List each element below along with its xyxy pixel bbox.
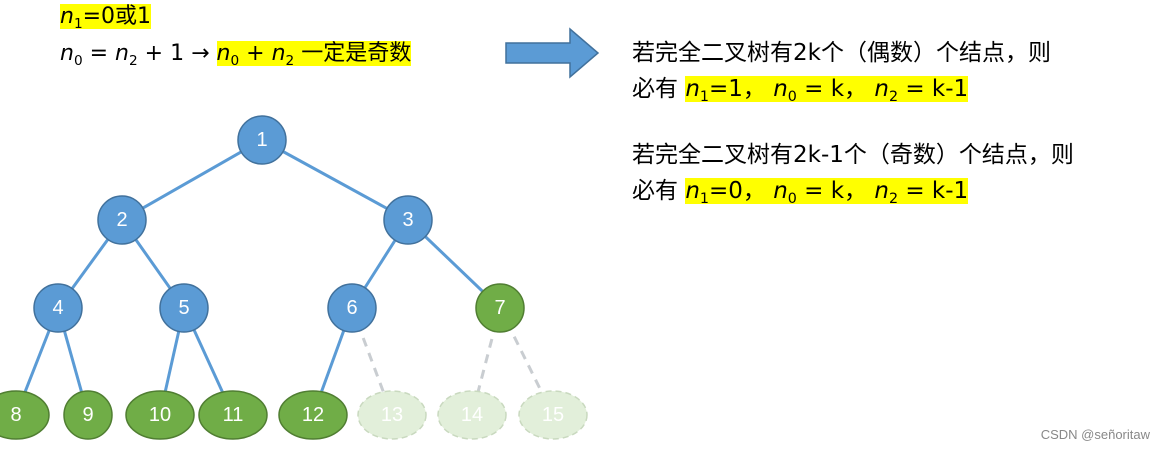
tree-node-label: 8 (10, 404, 21, 426)
tree-node-1: 1 (237, 115, 287, 165)
tree-node-6: 6 (327, 283, 377, 333)
tree-node-label: 15 (542, 404, 564, 426)
tree-node-shape (475, 283, 525, 333)
tree-node-shape (518, 390, 588, 440)
tree-node-11: 11 (198, 390, 268, 440)
var-n: n (216, 41, 231, 66)
sub-1: 1 (73, 15, 83, 32)
odd-case-result: 必有 n1=0， n0 = k， n2 = k-1 (632, 178, 969, 207)
tree-node-label: 6 (346, 297, 357, 319)
tree-node-label: 4 (52, 297, 63, 319)
tree-node-label: 11 (223, 404, 244, 426)
tree-node-label: 2 (116, 209, 127, 231)
var-n: n (60, 41, 74, 66)
even-case-highlight: n1=1， n0 = k， n2 = k-1 (685, 76, 969, 105)
edge-1-2 (121, 138, 263, 222)
tree-node-label: 14 (461, 404, 483, 426)
var-n: n (271, 41, 286, 66)
formula-n0: n0 = n2 + 1 → n0 + n2 一定是奇数 (60, 39, 412, 69)
tree-node-shape (125, 390, 195, 440)
tree-node-shape (97, 195, 147, 245)
watermark: CSDN @señoritaw (1040, 427, 1150, 442)
tree-node-5: 5 (159, 283, 209, 333)
tree-node-label: 9 (82, 404, 93, 426)
odd-case-highlight: n1=0， n0 = k， n2 = k-1 (685, 178, 969, 207)
formula-n1: n1=0或1 (60, 2, 152, 32)
sub-0: 0 (73, 52, 83, 69)
tree-node-14: 14 (437, 390, 507, 440)
odd-sum-highlight: n0 + n2 一定是奇数 (216, 41, 412, 69)
plus: + (239, 41, 272, 66)
sub-2: 2 (129, 52, 138, 69)
tree-node-label: 1 (256, 129, 267, 151)
tree-node-shape (327, 283, 377, 333)
tree-node-12: 12 (278, 390, 348, 440)
tree-node-label: 10 (149, 404, 171, 426)
equals: = (82, 41, 116, 66)
tree-node-3: 3 (383, 195, 433, 245)
tree-node-label: 12 (302, 404, 324, 426)
tree-node-shape (437, 390, 507, 440)
tree-node-2: 2 (97, 195, 147, 245)
tree-node-10: 10 (125, 390, 195, 440)
even-case-text: 若完全二叉树有2k个（偶数）个结点，则 (632, 40, 1051, 66)
tree-node-shape (383, 195, 433, 245)
even-case-result: 必有 n1=1， n0 = k， n2 = k-1 (632, 76, 969, 105)
tree-node-label: 5 (178, 297, 189, 319)
tree-node-15: 15 (518, 390, 588, 440)
tree-node-label: 3 (402, 209, 413, 231)
plus-one: + 1 (137, 41, 192, 66)
tree-node-4: 4 (33, 283, 83, 333)
formula-n1-rest: =0或1 (82, 4, 152, 29)
edge-1-3 (261, 138, 409, 222)
tree-node-shape (159, 283, 209, 333)
block-arrow-icon (505, 27, 600, 79)
sub-2: 2 (285, 52, 295, 69)
odd-case-text: 若完全二叉树有2k-1个（奇数）个结点，则 (632, 142, 1074, 168)
tree-node-8: 8 (0, 390, 50, 440)
tree-node-shape (357, 390, 427, 440)
tree-node-shape (198, 390, 268, 440)
tree-node-label: 7 (494, 297, 505, 319)
odd-text: 一定是奇数 (294, 41, 412, 66)
tree-node-7: 7 (475, 283, 525, 333)
tree-node-shape (278, 390, 348, 440)
right-arrow-icon: → (191, 41, 210, 66)
var-n: n (60, 4, 74, 29)
tree-node-13: 13 (357, 390, 427, 440)
tree-node-label: 13 (381, 404, 403, 426)
sub-0: 0 (230, 52, 240, 69)
tree-node-shape (237, 115, 287, 165)
tree-node-shape (0, 390, 50, 440)
var-n: n (115, 41, 129, 66)
tree-node-shape (33, 283, 83, 333)
tree-node-shape (63, 390, 113, 440)
formula-n1-highlight: n1=0或1 (60, 4, 152, 32)
tree-node-9: 9 (63, 390, 113, 440)
